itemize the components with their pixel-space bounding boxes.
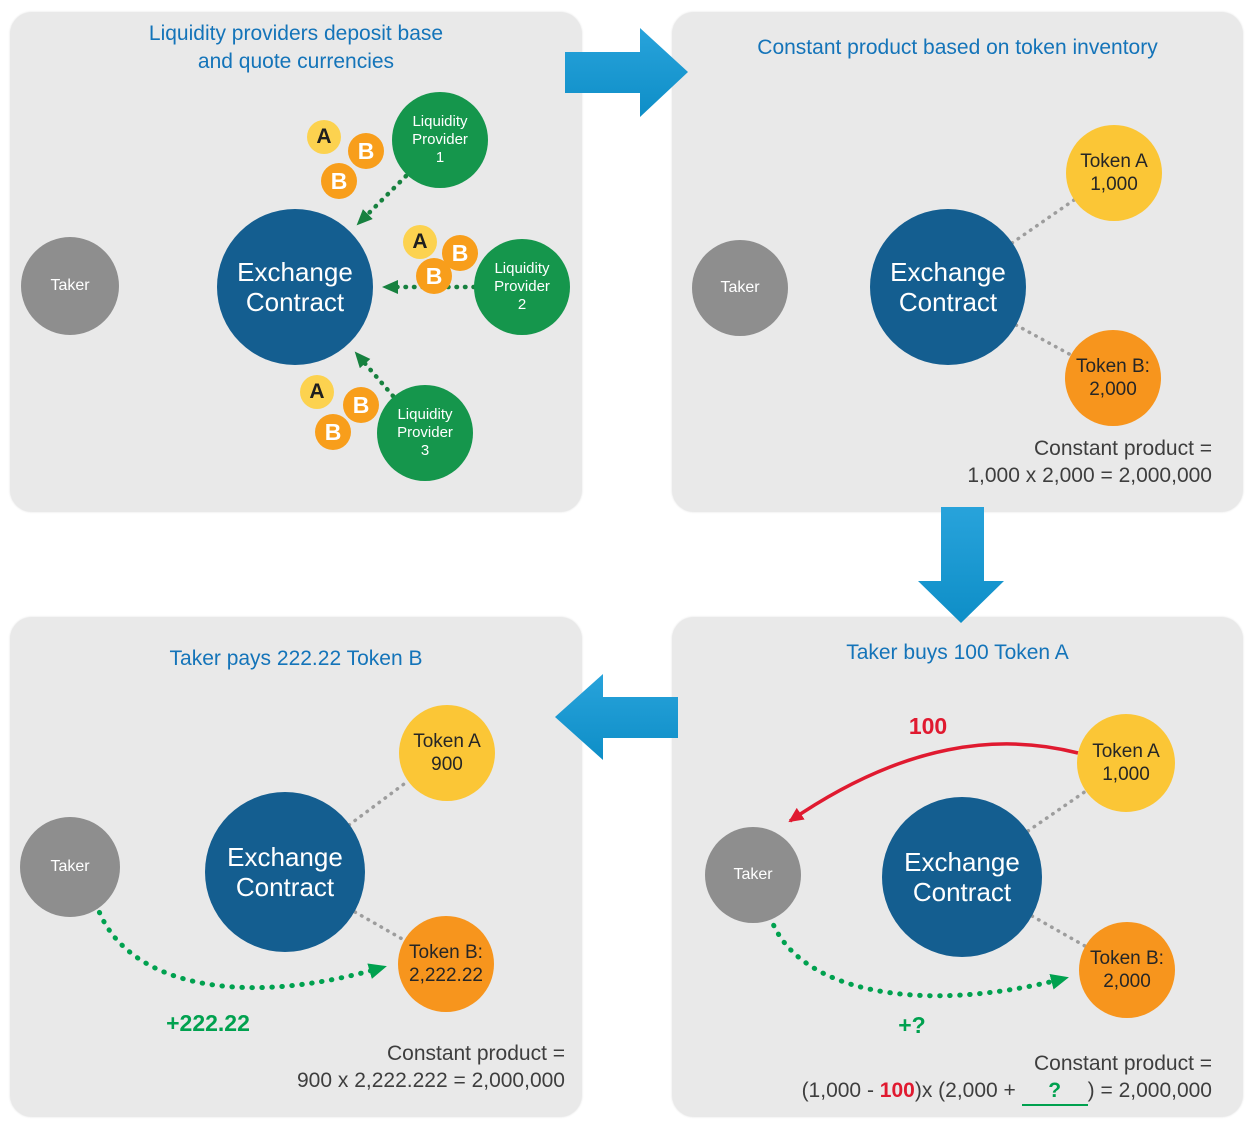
coin-a: A — [307, 120, 341, 154]
coin-b: B — [315, 414, 351, 450]
formula-line: Constant product = — [386, 1042, 565, 1065]
coin-a-label: A — [412, 230, 428, 253]
constant-product-formula: Constant product = 900 x 2,222.222 = 2,0… — [25, 1040, 565, 1094]
coin-b-label: B — [324, 418, 342, 445]
provider-label: 2 — [517, 296, 527, 313]
exchange-contract-circle: Exchange Contract — [217, 209, 373, 365]
exchange-label: Contract — [912, 877, 1012, 907]
exchange-label: Exchange — [904, 847, 1020, 877]
panel-pay-title: Taker pays 222.22 Token B — [169, 647, 423, 670]
token-a-label: Token A — [413, 731, 481, 752]
liquidity-provider-1-circle: Liquidity Provider 1 — [392, 92, 488, 188]
coin-b-label: B — [330, 167, 348, 194]
panel-deposit-title: Liquidity providers deposit base and quo… — [10, 20, 582, 76]
token-a-circle: Token A 1,000 — [1066, 125, 1162, 221]
coin-a: A — [300, 375, 334, 409]
payment-amount-label: +222.22 — [166, 1010, 250, 1036]
title-line: and quote currencies — [197, 50, 395, 73]
token-a-circle: Token A 1,000 — [1077, 714, 1175, 812]
provider-label: Provider — [412, 131, 468, 148]
token-a-value: 900 — [431, 754, 463, 775]
liquidity-provider-2-circle: Liquidity Provider 2 — [474, 239, 570, 335]
token-a-label: Token A — [1080, 151, 1148, 172]
token-b-value: 2,000 — [1103, 971, 1151, 992]
panel-inventory-title: Constant product based on token inventor… — [757, 36, 1158, 59]
taker-circle: Taker — [705, 827, 801, 923]
provider-label: Provider — [494, 278, 550, 295]
token-b-label: Token B: — [1090, 948, 1164, 969]
constant-product-formula: Constant product = 1,000 x 2,000 = 2,000… — [672, 435, 1212, 489]
formula-segment: (1,000 - — [801, 1079, 880, 1102]
token-a-label: Token A — [1092, 741, 1160, 762]
token-b-circle: Token B: 2,000 — [1079, 922, 1175, 1018]
constant-product-formula: Constant product = (1,000 - 100)x (2,000… — [672, 1050, 1212, 1106]
token-b-label: Token B: — [409, 942, 483, 963]
coin-b: B — [343, 387, 379, 423]
exchange-contract-circle: Exchange Contract — [882, 797, 1042, 957]
formula-line: 900 x 2,222.222 = 2,000,000 — [297, 1069, 565, 1092]
exchange-label: Exchange — [890, 257, 1006, 287]
liquidity-provider-3-circle: Liquidity Provider 3 — [377, 385, 473, 481]
coin-b-label: B — [357, 137, 375, 164]
exchange-label: Contract — [245, 287, 345, 317]
formula-line: Constant product = — [1033, 437, 1212, 460]
coin-b: B — [442, 235, 478, 271]
coin-b: B — [348, 133, 384, 169]
formula-segment: ) = 2,000,000 — [1087, 1079, 1212, 1102]
coin-b: B — [416, 258, 452, 294]
provider-label: Liquidity — [494, 260, 550, 277]
provider-label: Liquidity — [412, 113, 468, 130]
coin-b-label: B — [352, 391, 370, 418]
buy-amount-label: 100 — [908, 713, 948, 739]
title-line: Liquidity providers deposit base — [148, 22, 444, 45]
unknown-amount-label: +? — [898, 1012, 926, 1038]
taker-label: Taker — [733, 866, 773, 883]
taker-label: Taker — [50, 858, 90, 875]
flow-arrow-right — [565, 28, 688, 117]
formula-subtracted-amount: 100 — [879, 1079, 915, 1102]
provider-label: Liquidity — [397, 406, 453, 423]
formula-unknown: ? — [1021, 1077, 1088, 1106]
exchange-label: Contract — [235, 872, 335, 902]
coin-a-label: A — [309, 380, 325, 403]
exchange-label: Exchange — [227, 842, 343, 872]
token-b-label: Token B: — [1076, 356, 1150, 377]
flow-arrow-down — [918, 507, 1004, 623]
token-a-circle: Token A 900 — [399, 705, 495, 801]
token-b-value: 2,000 — [1089, 379, 1137, 400]
provider-label: 1 — [435, 149, 445, 166]
formula-segment: )x (2,000 + — [914, 1079, 1022, 1102]
exchange-label: Exchange — [237, 257, 353, 287]
coin-b-label: B — [451, 239, 469, 266]
taker-circle: Taker — [20, 817, 120, 917]
provider-label: 3 — [420, 442, 430, 459]
formula-line: 1,000 x 2,000 = 2,000,000 — [967, 464, 1212, 487]
coin-b-label: B — [425, 262, 443, 289]
taker-circle: Taker — [21, 237, 119, 335]
coin-a: A — [403, 225, 437, 259]
taker-label: Taker — [720, 279, 760, 296]
exchange-contract-circle: Exchange Contract — [205, 792, 365, 952]
token-b-value: 2,222.22 — [409, 965, 483, 986]
panel-buy-title: Taker buys 100 Token A — [846, 641, 1069, 664]
exchange-contract-circle: Exchange Contract — [870, 209, 1026, 365]
exchange-label: Contract — [898, 287, 998, 317]
provider-label: Provider — [397, 424, 453, 441]
coin-a-label: A — [316, 125, 332, 148]
token-b-circle: Token B: 2,222.22 — [398, 916, 494, 1012]
formula-line: Constant product = — [1033, 1052, 1212, 1075]
coin-b: B — [321, 163, 357, 199]
token-a-value: 1,000 — [1090, 174, 1138, 195]
taker-circle: Taker — [692, 240, 788, 336]
token-a-value: 1,000 — [1102, 764, 1150, 785]
token-b-circle: Token B: 2,000 — [1065, 330, 1161, 426]
taker-label: Taker — [50, 277, 90, 294]
